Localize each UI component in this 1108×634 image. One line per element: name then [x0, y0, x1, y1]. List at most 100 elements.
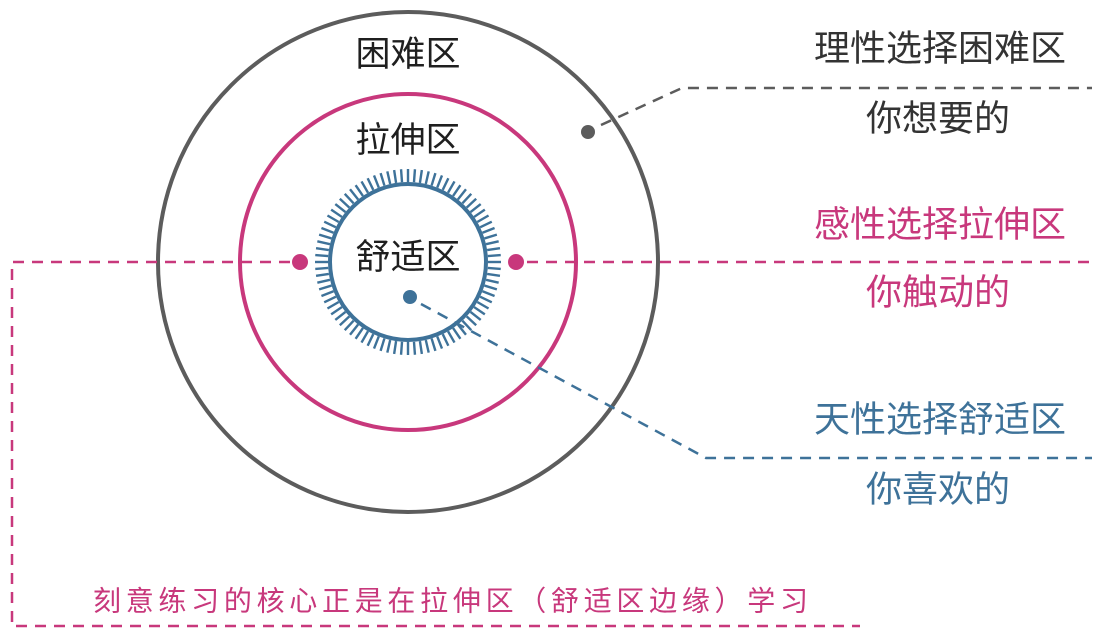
comfort-zone-tick [315, 253, 329, 258]
comfort-zone-tick [320, 290, 334, 298]
comfort-zone-tick [456, 188, 467, 201]
hard-zone-label: 困难区 [355, 35, 460, 75]
hard-callout-subtitle: 你想要的 [866, 99, 1010, 140]
comfort-zone-tick [334, 310, 347, 321]
comfort-zone-tick [465, 315, 477, 327]
comfort-zone-tick [360, 330, 370, 344]
comfort-zone-tick [476, 300, 490, 310]
comfort-zone-tick [315, 266, 329, 271]
hard-callout-title: 理性选择困难区 [814, 29, 1066, 70]
comfort-zone-tick [430, 338, 437, 352]
stretch-zone-marker-left [292, 254, 308, 270]
comfort-zone-tick [339, 315, 351, 327]
comfort-zone-tick [354, 184, 364, 197]
comfort-zone-tick [418, 169, 424, 184]
comfort-zone-tick [452, 327, 462, 340]
comfort-zone-tick [349, 188, 360, 201]
comfort-zone-tick [330, 306, 343, 316]
comfort-callout-subtitle: 你喜欢的 [866, 470, 1010, 511]
comfort-zone-tick [479, 295, 493, 304]
comfort-zone-tick [486, 246, 501, 252]
comfort-zone-tick [315, 246, 330, 252]
comfort-zone-tick [465, 197, 477, 209]
comfort-zone-tick [318, 233, 332, 240]
comfort-zone-tick [317, 278, 331, 284]
comfort-zone-tick [482, 226, 496, 234]
comfort-zone-tick [330, 208, 343, 218]
comfort-zone-tick [317, 240, 331, 246]
comfort-zone-tick [366, 333, 375, 347]
comfort-zone-tick [349, 323, 360, 336]
comfort-zone-tick [441, 177, 450, 191]
comfort-zone-tick [473, 306, 486, 316]
comfort-zone-tick [334, 203, 347, 214]
comfort-zone-tick [452, 184, 462, 197]
comfort-zone-tick [485, 278, 499, 284]
comfort-zone-tick [456, 323, 467, 336]
comfort-zone-tick [343, 193, 355, 205]
comfort-zone-tick [379, 172, 386, 186]
comfort-zone-tick [379, 338, 386, 352]
comfort-zone-tick [487, 253, 501, 258]
comfort-zone-tick [479, 220, 493, 229]
comfort-callout-title: 天性选择舒适区 [814, 400, 1066, 441]
comfort-zone-tick [418, 340, 424, 355]
comfort-zone-tick [399, 341, 404, 355]
comfort-zone-tick [436, 336, 444, 350]
stretch-zone-marker-right [508, 254, 524, 270]
comfort-zone-tick [318, 284, 332, 291]
comfort-zone-tick [485, 240, 499, 246]
comfort-zone-tick [436, 174, 444, 188]
comfort-zone-tick [461, 193, 473, 205]
footnote: 刻意练习的核心正是在拉伸区（舒适区边缘）学习 [93, 585, 808, 618]
comfort-zone-tick [326, 214, 340, 224]
comfort-zone-tick [424, 171, 430, 185]
comfort-zone-tick [430, 172, 437, 186]
comfort-zone-tick [323, 220, 337, 229]
comfort-zone-label: 舒适区 [355, 238, 460, 278]
hard-zone-marker [581, 125, 595, 139]
comfort-zone-tick [343, 319, 355, 331]
comfort-zone-tick [469, 203, 482, 214]
comfort-zone-tick [484, 284, 498, 291]
comfort-zone-tick [446, 180, 456, 194]
comfort-zone-tick [441, 333, 450, 347]
stretch-callout-subtitle: 你触动的 [866, 273, 1010, 314]
comfort-zone-tick [320, 226, 334, 234]
comfort-zone-tick [412, 169, 417, 183]
footnote-bracket-leader [10, 260, 860, 628]
hard-callout-leader [600, 86, 1092, 127]
comfort-zone-tick [354, 327, 364, 340]
comfort-zone-tick [339, 197, 351, 209]
comfort-zone-tick [476, 214, 490, 224]
stretch-zone-label: 拉伸区 [355, 121, 460, 161]
comfort-zone-tick [487, 266, 501, 271]
comfort-zone-tick [372, 174, 380, 188]
comfort-zone-tick [360, 180, 370, 194]
comfort-zone-tick [461, 319, 473, 331]
comfort-zone-tick [392, 169, 398, 184]
stretch-callout-title: 感性选择拉伸区 [814, 205, 1066, 246]
comfort-zone-tick [412, 341, 417, 355]
hard-zone-circle [156, 10, 660, 514]
comfort-zone-marker [403, 290, 417, 304]
comfort-zone-tick [366, 177, 375, 191]
comfort-zone-tick [473, 208, 486, 218]
comfort-zone-tick-ring [315, 169, 501, 355]
comfort-zone-tick [399, 169, 404, 183]
comfort-zone-tick [372, 336, 380, 350]
comfort-zone-tick [315, 272, 330, 278]
comfort-callout-leader [420, 302, 1092, 460]
comfort-zone-tick [446, 330, 456, 344]
comfort-zone-tick [392, 340, 398, 355]
comfort-zone-tick [486, 272, 501, 278]
comfort-zone-tick [386, 171, 392, 185]
comfort-zone-tick [469, 310, 482, 321]
comfort-zone-tick [484, 233, 498, 240]
comfort-zone-tick [323, 295, 337, 304]
comfort-zone-tick [326, 300, 340, 310]
comfort-zone-circle [328, 182, 488, 342]
comfort-zone-tick [482, 290, 496, 298]
comfort-zone-tick [386, 339, 392, 353]
